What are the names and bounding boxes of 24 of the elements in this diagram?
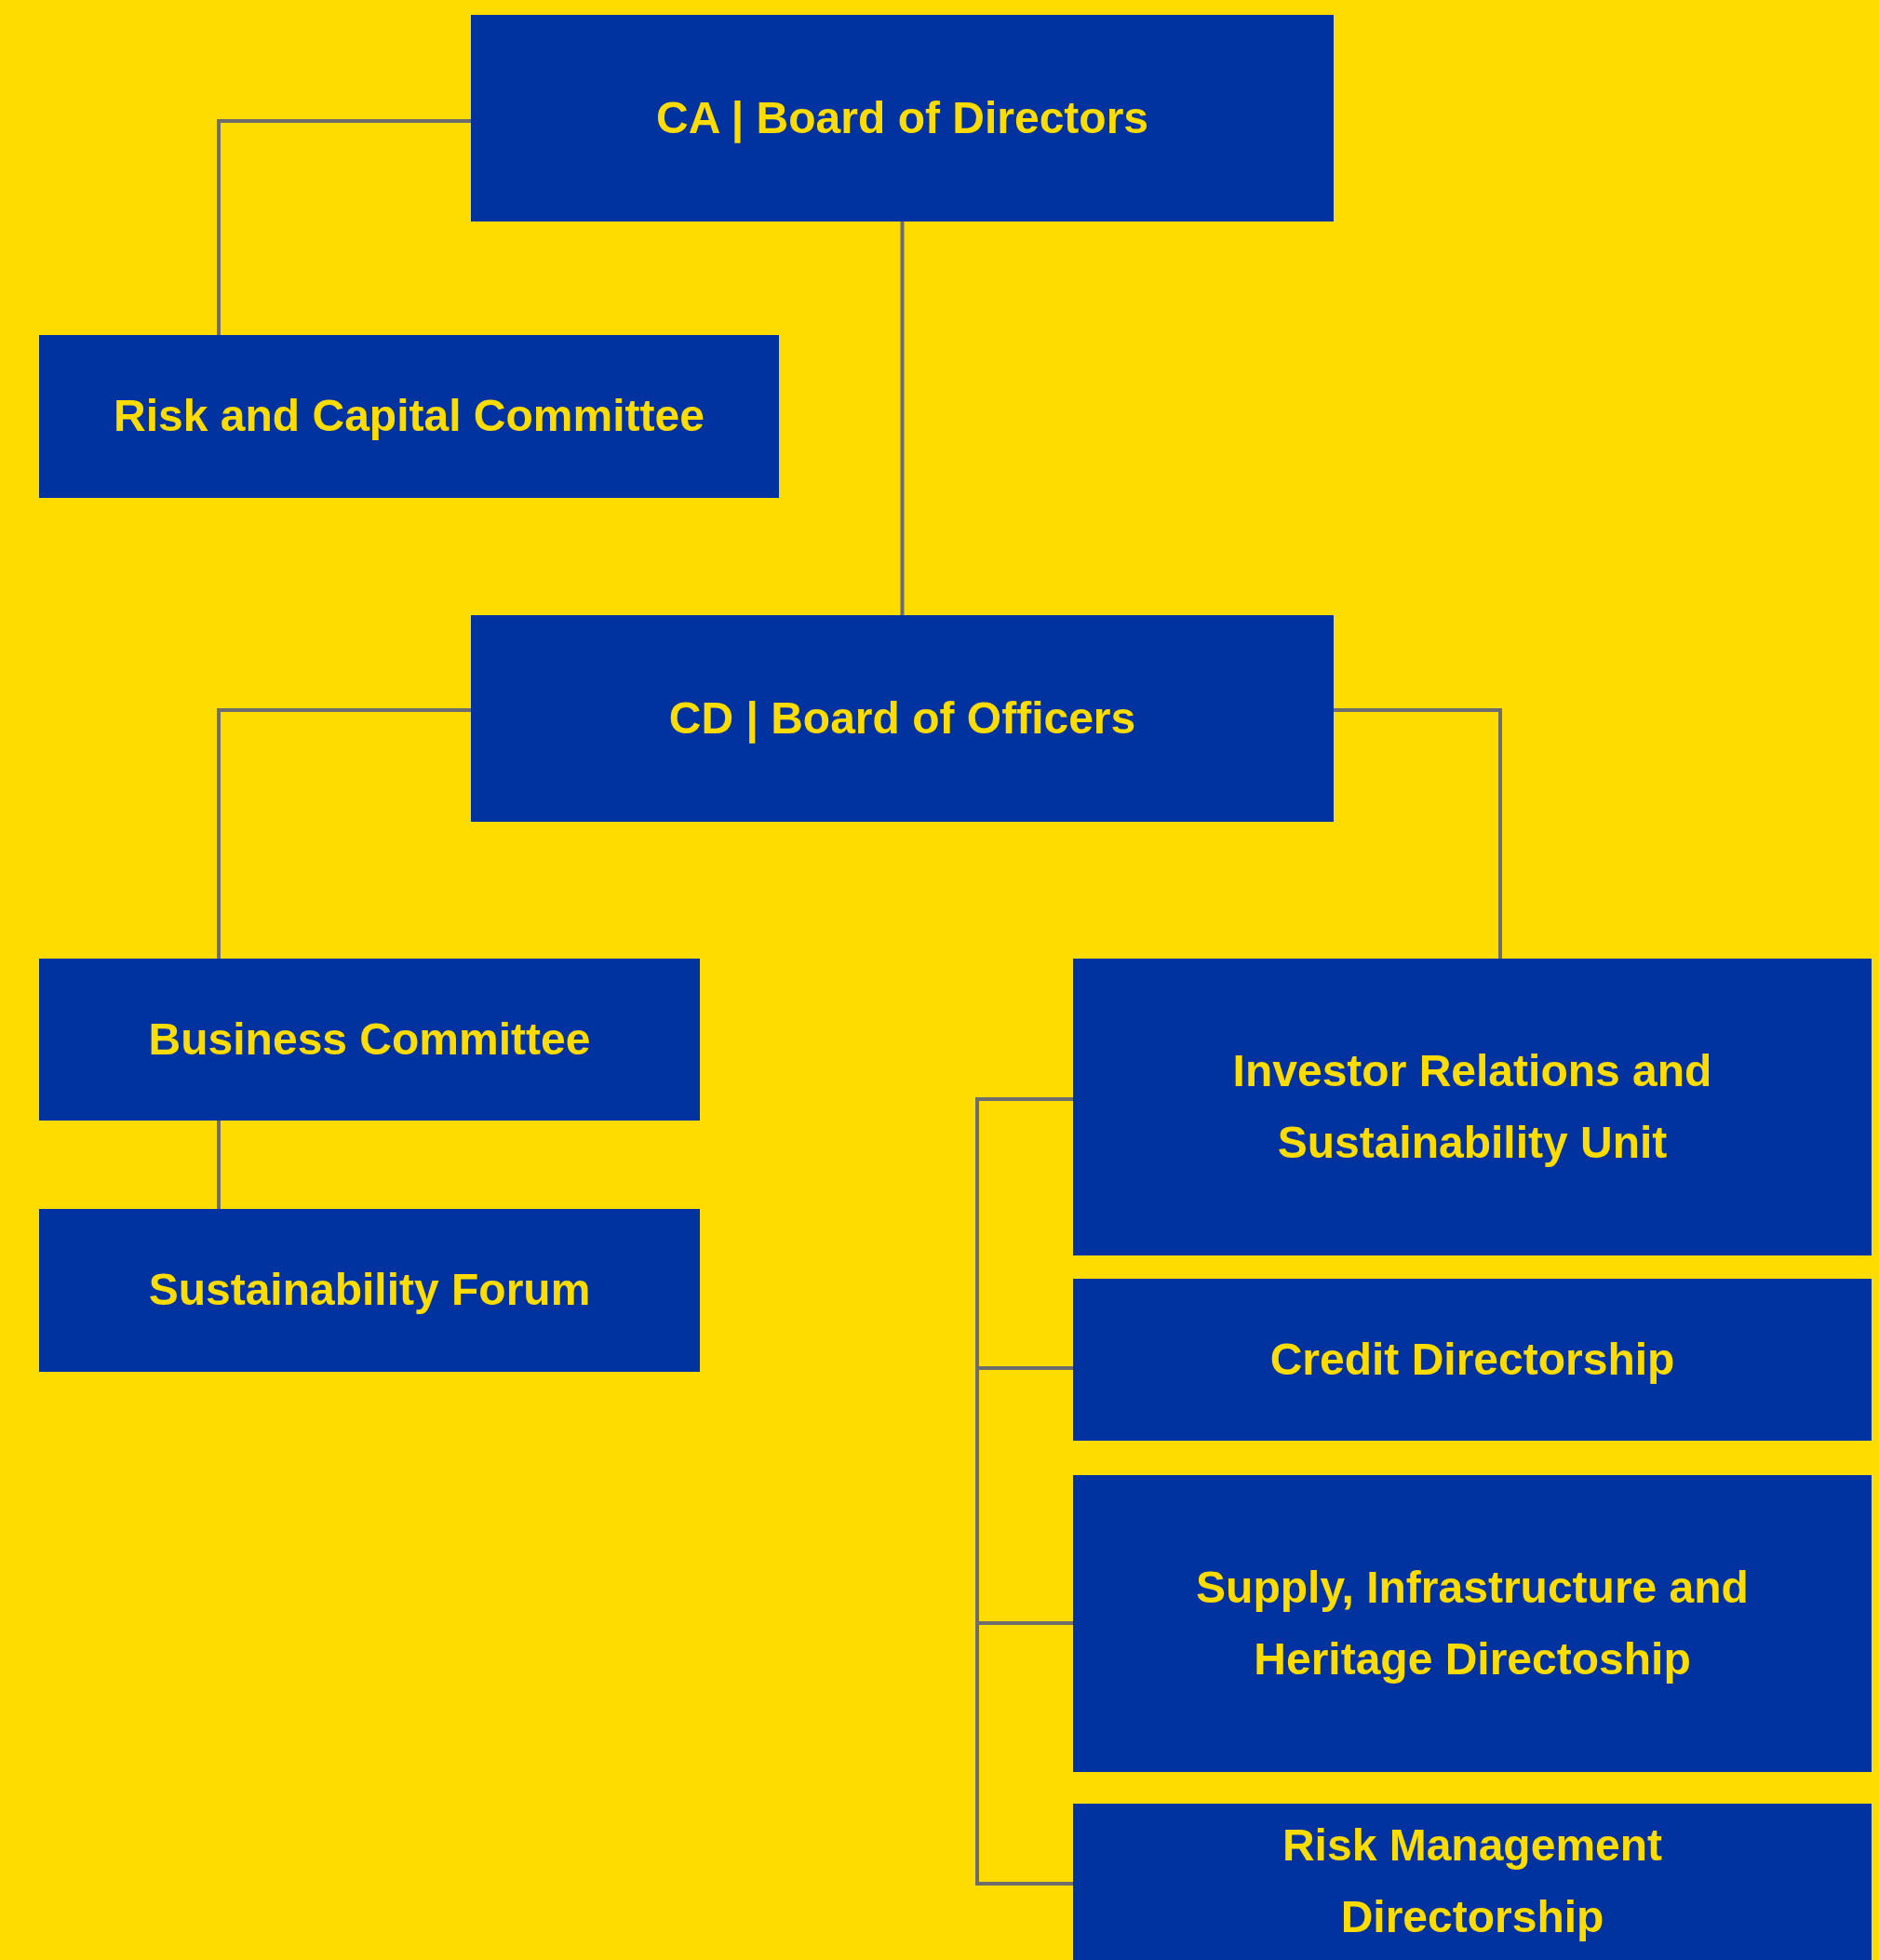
connector-line xyxy=(900,222,905,615)
node-label: Sustainability Forum xyxy=(148,1264,591,1317)
org-box xyxy=(39,959,700,1121)
node-label: Credit Directorship xyxy=(1269,1333,1675,1386)
node-label: Risk and Capital Committee xyxy=(114,390,705,443)
node-label: Supply, Infrastructure and Heritage Directoship xyxy=(1195,1561,1750,1685)
connector-line xyxy=(1334,708,1502,959)
connector-line xyxy=(217,708,471,959)
org-box xyxy=(471,615,1334,822)
node-label: CA | Board of Directors xyxy=(655,91,1149,145)
connector-line xyxy=(975,1097,1073,1886)
connector-line xyxy=(217,1121,221,1209)
org-box xyxy=(471,15,1334,222)
node-label: Business Committee xyxy=(148,1013,591,1066)
node-label: Investor Relations and Sustainability Unit xyxy=(1231,1044,1713,1169)
node-label: CD | Board of Officers xyxy=(668,691,1136,745)
org-box xyxy=(1073,1279,1872,1441)
org-box xyxy=(1073,1475,1872,1772)
connector-line xyxy=(217,119,471,335)
org-box xyxy=(1073,959,1872,1255)
org-box xyxy=(39,1209,700,1372)
org-box xyxy=(39,335,779,498)
org-box xyxy=(1073,1804,1872,1960)
node-label: Risk Management Directorship xyxy=(1281,1819,1664,1943)
